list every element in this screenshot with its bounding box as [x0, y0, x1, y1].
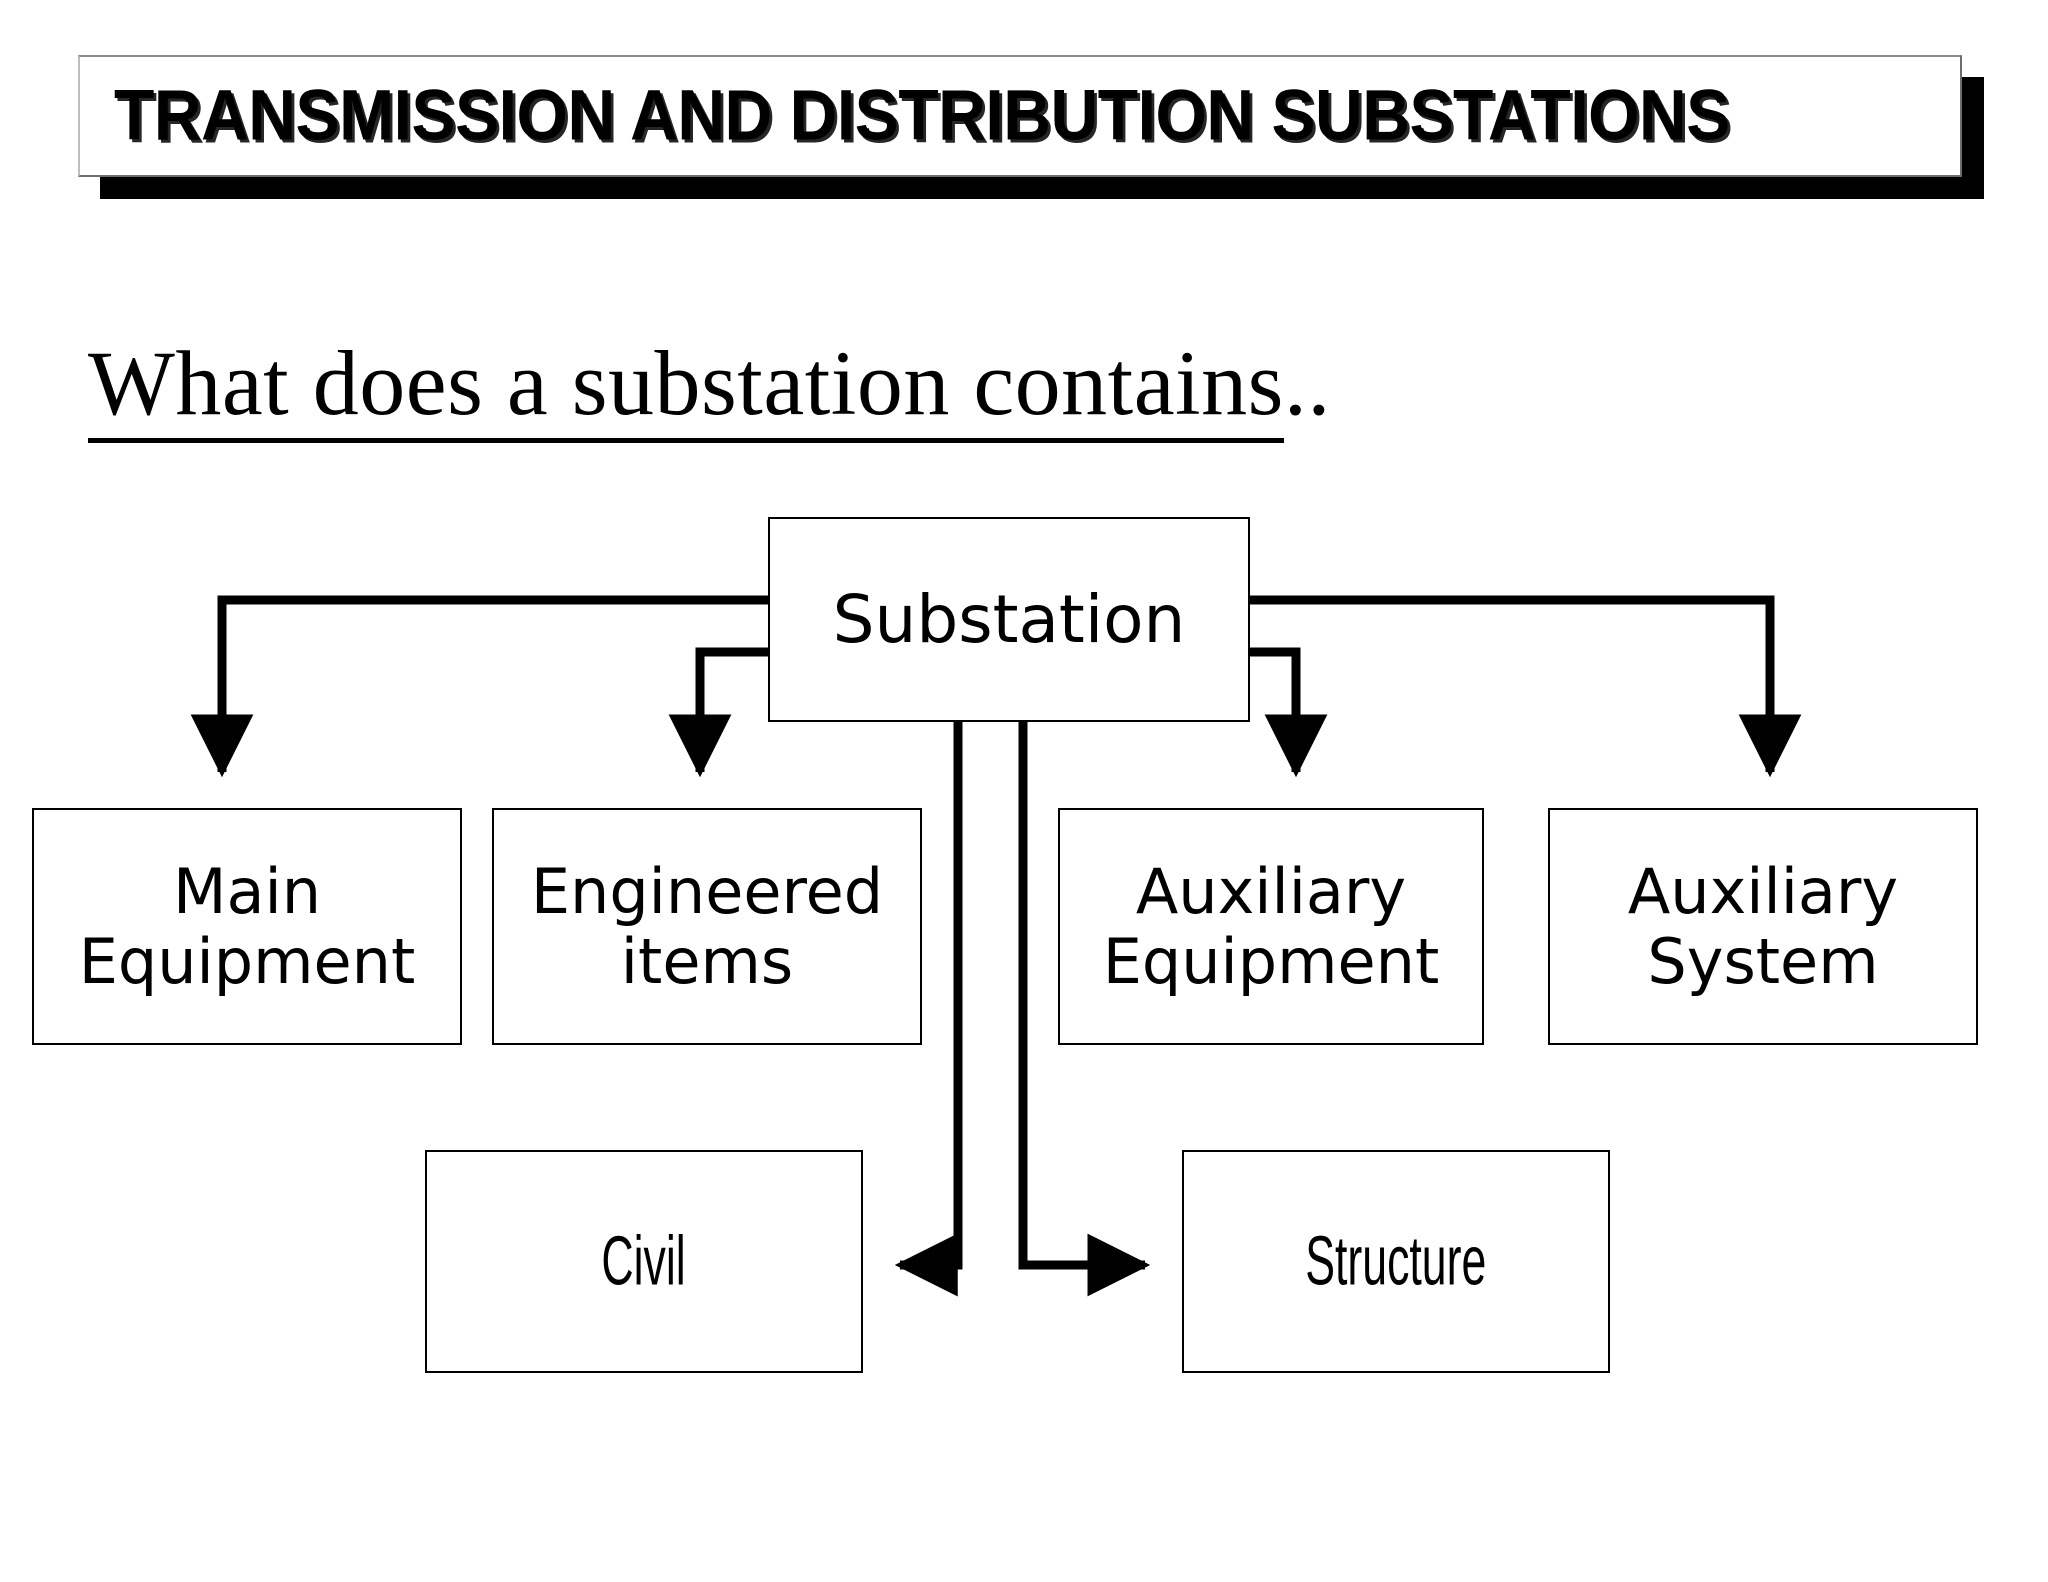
page-title: TRANSMISSION AND DISTRIBUTION SUBSTATION… [114, 76, 1730, 156]
connector-main-equipment [190, 595, 768, 778]
node-engineered-items[interactable]: Engineered items [492, 808, 922, 1045]
node-main-equipment-label: Main Equipment [78, 855, 416, 998]
node-auxiliary-equipment[interactable]: Auxiliary Equipment [1058, 808, 1484, 1045]
node-structure[interactable]: Structure [1182, 1150, 1610, 1373]
node-auxiliary-equipment-label: Auxiliary Equipment [1102, 855, 1440, 998]
subtitle-trailing-dots: .. [1283, 332, 1331, 434]
connector-civil [894, 722, 963, 1297]
title-box: TRANSMISSION AND DISTRIBUTION SUBSTATION… [78, 55, 1962, 177]
connector-auxiliary-system [1250, 595, 1802, 778]
subtitle: What does a substation contains.. [88, 330, 1331, 443]
node-structure-label: Structure [1305, 1222, 1487, 1300]
node-auxiliary-system[interactable]: Auxiliary System [1548, 808, 1978, 1045]
node-substation[interactable]: Substation [768, 517, 1250, 722]
slide-title-banner: TRANSMISSION AND DISTRIBUTION SUBSTATION… [78, 55, 1984, 199]
node-civil-label: Civil [601, 1222, 687, 1300]
node-civil[interactable]: Civil [425, 1150, 863, 1373]
node-main-equipment[interactable]: Main Equipment [32, 808, 462, 1045]
node-engineered-items-label: Engineered items [530, 855, 884, 998]
connector-structure [1018, 722, 1151, 1297]
connector-auxiliary-equipment [1250, 647, 1328, 778]
connector-engineered-items [668, 647, 768, 778]
subtitle-underlined-text: What does a substation contains [88, 332, 1284, 443]
node-auxiliary-system-label: Auxiliary System [1627, 855, 1899, 998]
node-substation-label: Substation [832, 580, 1186, 658]
